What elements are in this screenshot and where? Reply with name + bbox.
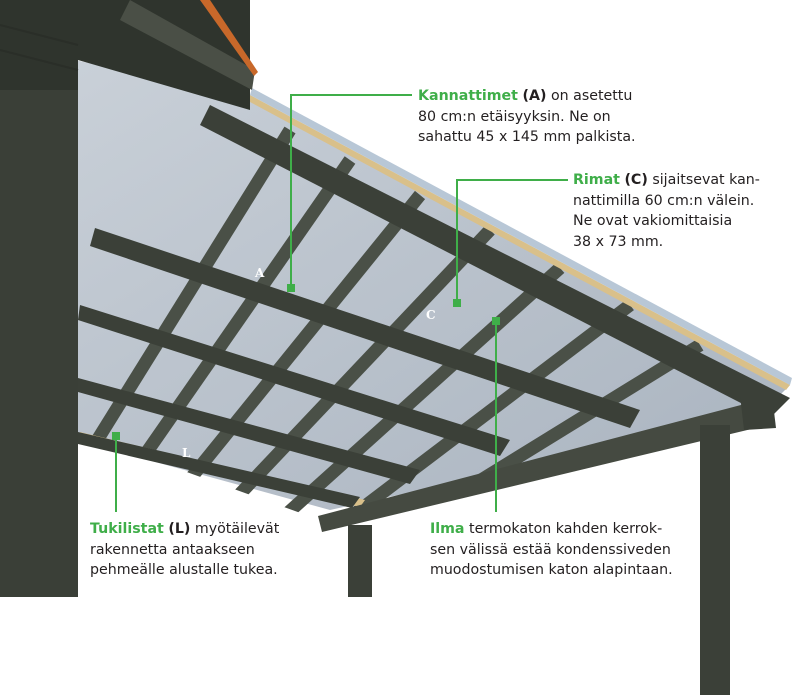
marker-ilma — [492, 317, 500, 325]
callout-text: 80 cm:n etäisyyksin. Ne on — [418, 108, 611, 125]
support-strip-top-edge — [250, 95, 790, 390]
house-wall-board-1 — [0, 24, 79, 46]
marker-l — [112, 432, 120, 440]
callout-leaders — [115, 94, 568, 512]
leader-rimat — [456, 179, 568, 303]
batten-4 — [215, 225, 495, 520]
callout-text: rakennetta antaakseen — [90, 541, 255, 558]
front-header-beam — [318, 400, 768, 532]
callout-ilma: Ilma termokaton kahden kerrok- sen välis… — [430, 519, 673, 581]
callout-text: sahattu 45 x 145 mm palkista. — [418, 129, 636, 145]
callout-text: muodostumisen katon alapintaan. — [430, 562, 673, 578]
beam-label-a: A — [254, 266, 265, 280]
beams-a — [78, 105, 790, 508]
callout-text: 38 x 73 mm. — [573, 233, 664, 250]
leader-kannattimet — [290, 94, 412, 288]
strip-label-l: L — [182, 446, 191, 460]
callout-kannattimet: Kannattimet (A) on asetettu 80 cm:n etäi… — [418, 86, 636, 148]
callout-tukilistat: Tukilistat (L) myötäilevät rakennetta an… — [90, 519, 279, 581]
beam-2 — [90, 228, 640, 428]
callout-text: on asetettu — [546, 88, 633, 104]
callout-text: myötäilevät — [190, 521, 280, 537]
front-post-right — [700, 425, 730, 695]
callout-text: termokaton kahden kerrok- — [464, 521, 663, 537]
front-frame — [318, 395, 776, 695]
house-wall — [0, 0, 78, 597]
batten-6 — [336, 299, 634, 520]
callout-code: (C) — [624, 172, 648, 188]
callout-term: Rimat — [573, 172, 620, 188]
house-eave-fascia — [120, 0, 255, 90]
callout-text: sijaitsevat kan- — [647, 172, 760, 188]
callout-text: nattimilla 60 cm:n välein. — [573, 192, 755, 209]
house — [0, 0, 258, 597]
callout-rimat: Rimat (C) sijaitsevat kan- nattimilla 60… — [573, 170, 760, 252]
house-wall-board-2 — [0, 49, 79, 71]
beam-5 — [78, 432, 360, 508]
house-eave-shadow — [0, 0, 250, 110]
callout-text: pehmeälle alustalle tukea. — [90, 562, 278, 578]
callout-code: (A) — [522, 88, 547, 104]
beam-4 — [78, 378, 420, 484]
callout-term: Ilma — [430, 521, 465, 537]
callout-text: Ne ovat vakiomittaisia — [573, 213, 733, 229]
marker-c — [453, 299, 461, 307]
batten-5 — [275, 263, 565, 520]
beam-3 — [78, 305, 510, 456]
marker-a — [287, 284, 295, 292]
roof-sheet-edge — [250, 88, 792, 385]
beam-1 — [200, 105, 790, 418]
callout-code: (L) — [168, 521, 191, 537]
batten-2 — [104, 156, 356, 509]
batten-label-c: C — [426, 308, 436, 322]
callout-term: Kannattimet — [418, 88, 518, 104]
callout-term: Tukilistat — [90, 521, 164, 537]
front-header-beam-side — [740, 395, 776, 430]
house-eave-trim — [200, 0, 258, 76]
batten-3 — [159, 190, 426, 515]
battens-c — [70, 126, 704, 520]
callout-markers — [112, 284, 500, 440]
callout-text: sen välissä estää kondenssiveden — [430, 541, 671, 558]
front-post-left — [348, 525, 372, 597]
